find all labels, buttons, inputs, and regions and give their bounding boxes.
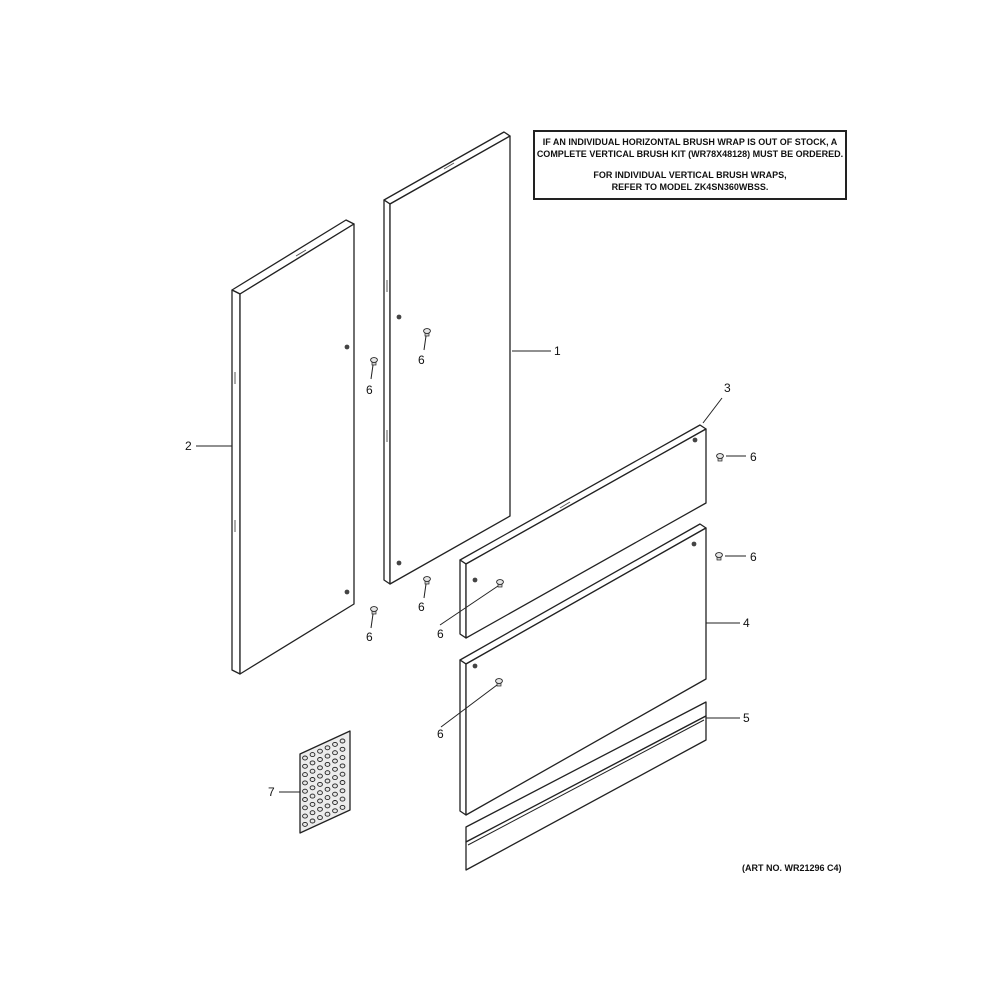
callout-6-a: 6 <box>366 383 373 397</box>
kit-screw-54 <box>339 804 346 810</box>
kit-screw-15 <box>317 765 323 771</box>
kit-screw-28 <box>324 778 331 784</box>
kit-screw-52 <box>324 811 331 817</box>
screw-3[interactable] <box>423 576 431 585</box>
screw-4[interactable] <box>370 606 378 615</box>
kit-screw-21 <box>317 773 323 779</box>
callout-6-d: 6 <box>366 630 373 644</box>
kit-screw-49 <box>302 821 308 827</box>
note-line-1: IF AN INDIVIDUAL HORIZONTAL BRUSH WRAP I… <box>542 137 838 147</box>
part-6-screws[interactable] <box>370 328 724 687</box>
callout-2: 2 <box>185 439 192 453</box>
kit-screw-14 <box>309 768 316 774</box>
kit-screw-48 <box>339 796 346 802</box>
kit-screw-25 <box>302 788 308 794</box>
kit-screw-39 <box>317 798 323 804</box>
callout-6-e: 6 <box>750 450 757 464</box>
callout-7: 7 <box>268 785 275 799</box>
kit-screw-12 <box>339 746 346 752</box>
kit-screw-22 <box>324 770 331 776</box>
callout-4: 4 <box>743 616 750 630</box>
kit-screw-19 <box>302 780 308 786</box>
kit-screw-9 <box>317 757 323 762</box>
kit-screw-33 <box>317 790 323 796</box>
part-7-screw-kit[interactable] <box>299 730 351 834</box>
part-3-upper-horizontal-wrap[interactable] <box>459 424 707 639</box>
kit-screw-31 <box>302 797 308 802</box>
screw-1[interactable] <box>370 357 378 366</box>
kit-screw-20 <box>309 777 316 782</box>
kit-screw-46 <box>324 803 331 809</box>
art-number: (ART NO. WR21296 C4) <box>742 863 842 873</box>
screw-5[interactable] <box>716 453 724 462</box>
kit-screw-43 <box>302 813 308 819</box>
kit-screw-5 <box>332 741 338 747</box>
kit-screw-18 <box>339 755 346 761</box>
kit-screw-42 <box>339 788 346 794</box>
screw-6[interactable] <box>715 552 723 561</box>
note-line-3: FOR INDIVIDUAL VERTICAL BRUSH WRAPS, <box>593 170 787 180</box>
part-4-lower-horizontal-wrap[interactable] <box>459 523 707 816</box>
kit-screw-6 <box>339 738 346 744</box>
callout-6-f: 6 <box>750 550 757 564</box>
ordering-note-box: IF AN INDIVIDUAL HORIZONTAL BRUSH WRAP I… <box>533 130 847 200</box>
kit-screw-41 <box>332 791 338 797</box>
kit-screw-37 <box>302 805 308 811</box>
kit-screw-10 <box>324 753 331 759</box>
kit-screw-3 <box>317 748 323 754</box>
leader-lines <box>196 335 746 793</box>
kit-screw-47 <box>332 800 338 805</box>
kit-screw-29 <box>332 775 338 781</box>
kit-screw-23 <box>332 766 338 772</box>
kit-screw-44 <box>309 810 316 816</box>
callout-3: 3 <box>724 381 731 395</box>
kit-screw-11 <box>332 750 338 756</box>
kit-screw-35 <box>332 783 338 789</box>
callout-1: 1 <box>554 344 561 358</box>
callout-6-b: 6 <box>418 353 425 367</box>
kit-screw-40 <box>324 795 331 801</box>
kit-screw-13 <box>302 772 308 778</box>
part-5-bottom-trim[interactable] <box>465 701 707 871</box>
kit-screw-7 <box>302 763 308 769</box>
screw-2[interactable] <box>423 328 431 337</box>
callout-labels: 1 2 3 4 5 7 6 6 6 6 6 6 6 6 <box>185 344 757 799</box>
kit-screw-2 <box>309 752 316 758</box>
kit-screw-8 <box>309 760 316 766</box>
part-1-right-vertical-wrap[interactable] <box>383 131 511 585</box>
screw-8[interactable] <box>495 678 503 687</box>
kit-screw-32 <box>309 793 316 799</box>
kit-screw-30 <box>339 771 346 777</box>
kit-screw-4 <box>324 745 331 751</box>
callout-6-h: 6 <box>437 727 444 741</box>
kit-screw-34 <box>324 786 331 792</box>
kit-screw-51 <box>317 815 323 821</box>
kit-screw-26 <box>309 785 316 791</box>
note-line-4: REFER TO MODEL ZK4SN360WBSS. <box>611 181 769 192</box>
kit-screw-27 <box>317 781 323 787</box>
kit-screw-16 <box>324 761 331 767</box>
kit-screw-24 <box>339 763 346 769</box>
kit-screw-50 <box>309 818 316 824</box>
kit-screw-1 <box>302 755 308 761</box>
part-2-left-vertical-wrap[interactable] <box>231 219 355 675</box>
callout-6-c: 6 <box>418 600 425 614</box>
kit-screw-17 <box>332 758 338 764</box>
kit-screw-45 <box>317 806 323 812</box>
note-line-2: COMPLETE VERTICAL BRUSH KIT (WR78X48128)… <box>536 148 844 159</box>
screw-7[interactable] <box>496 579 504 588</box>
kit-screw-38 <box>309 801 316 807</box>
kit-screw-36 <box>339 780 346 785</box>
callout-5: 5 <box>743 711 750 725</box>
kit-screw-53 <box>332 808 338 814</box>
callout-6-g: 6 <box>437 627 444 641</box>
